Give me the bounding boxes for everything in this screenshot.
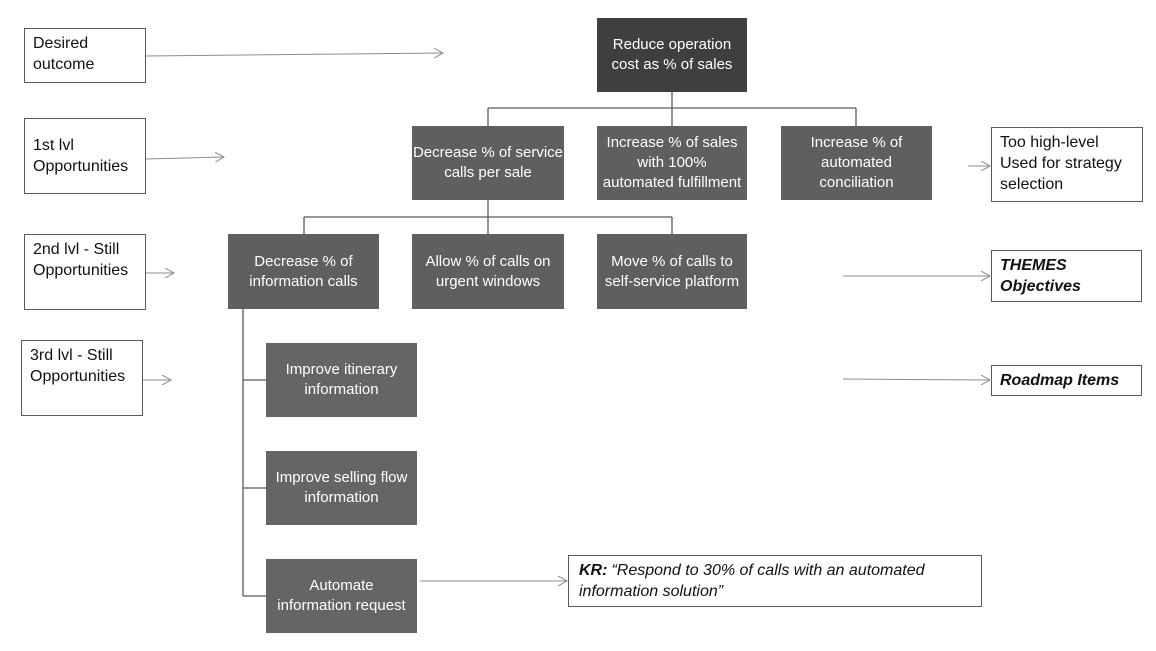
node-l1-automated-fulfillment: Increase % of sales with 100% automated …	[597, 126, 747, 200]
label-line: Opportunities	[33, 158, 129, 175]
note-key-result: KR:“Respond to 30% of calls with an auto…	[568, 555, 982, 607]
node-line: information	[304, 381, 379, 398]
level-label-lvl1: 1st lvl Opportunities	[24, 118, 146, 194]
node-l1-automated-conciliation: Increase % of automated conciliation	[781, 126, 932, 200]
pointer-arrows	[142, 53, 990, 581]
node-line: urgent windows	[435, 272, 541, 290]
node-line: information	[304, 489, 379, 506]
node-line: self-service platform	[604, 272, 740, 290]
node-line: cost as % of sales	[611, 56, 733, 73]
label-line: 1st lvl	[33, 137, 74, 154]
node-line: calls per sale	[444, 164, 532, 181]
label-line: Desired	[33, 35, 89, 52]
node-line: Improve selling flow	[275, 469, 408, 486]
note-line: selection	[1000, 176, 1064, 193]
node-line: automated	[821, 154, 892, 171]
note-themes-objectives: THEMES Objectives	[991, 250, 1142, 302]
note-line: Used for strategy	[1000, 155, 1122, 172]
note-line: Objectives	[1000, 278, 1081, 295]
node-line: Improve itinerary	[285, 361, 398, 378]
kr-text-line-1: “Respond to 30% of calls with an automat…	[611, 562, 925, 579]
label-line: outcome	[33, 56, 95, 73]
node-line: Move % of calls to	[611, 252, 733, 270]
node-line: Automate	[309, 577, 374, 594]
tree-connectors	[242, 92, 857, 597]
note-too-high-level: Too high-level Used for strategy selecti…	[991, 127, 1143, 202]
node-l2-urgent-windows: Allow % of calls on urgent windows	[412, 234, 564, 309]
note-line: information solution”	[579, 583, 724, 600]
node-l1-decrease-service-calls: Decrease % of service calls per sale	[412, 126, 564, 200]
arrow-lvl1	[145, 157, 224, 159]
arrow-roadmap	[842, 379, 990, 380]
label-line: Opportunities	[33, 262, 129, 279]
node-line: with 100%	[637, 154, 707, 171]
node-line: Decrease % of service	[412, 144, 564, 161]
node-l3-itinerary-information: Improve itinerary information	[266, 343, 417, 417]
node-line: Allow % of calls on	[425, 252, 551, 270]
arrow-desired-outcome	[145, 53, 443, 56]
note-line: Roadmap Items	[1000, 372, 1120, 389]
node-line: information calls	[249, 272, 358, 290]
label-line: Opportunities	[30, 368, 126, 385]
note-roadmap-items: Roadmap Items	[991, 365, 1142, 396]
node-l2-information-calls: Decrease % of information calls	[228, 234, 379, 309]
node-root-desired-outcome: Reduce operation cost as % of sales	[597, 18, 747, 92]
node-l3-selling-flow: Improve selling flow information	[266, 451, 417, 525]
node-line: Decrease % of	[254, 252, 353, 270]
kr-prefix: KR:	[579, 562, 608, 579]
node-l3-automate-information-request: Automate information request	[266, 559, 417, 633]
node-line: automated fulfillment	[602, 174, 742, 191]
level-label-lvl2: 2nd lvl - Still Opportunities	[24, 234, 146, 310]
level-label-desired-outcome: Desired outcome	[24, 28, 146, 83]
note-line: THEMES	[1000, 257, 1067, 274]
label-line: 2nd lvl - Still	[33, 241, 120, 258]
node-line: information request	[277, 597, 406, 614]
label-line: 3rd lvl - Still	[30, 347, 113, 364]
note-line: Too high-level	[1000, 134, 1099, 151]
level-label-lvl3: 3rd lvl - Still Opportunities	[21, 340, 143, 416]
note-line: KR:“Respond to 30% of calls with an auto…	[579, 560, 971, 581]
node-l2-self-service: Move % of calls to self-service platform	[597, 234, 747, 309]
node-line: conciliation	[819, 174, 894, 191]
node-line: Increase % of sales	[606, 134, 738, 151]
node-line: Reduce operation	[612, 36, 732, 53]
node-line: Increase % of	[810, 134, 903, 151]
